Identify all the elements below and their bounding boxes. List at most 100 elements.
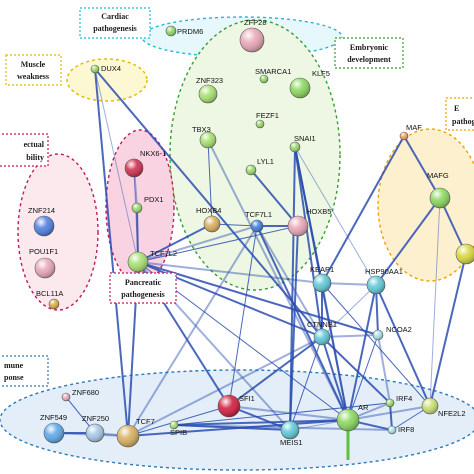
- svg-text:pathogenesis: pathogenesis: [93, 24, 137, 33]
- node-label-prdm6: PRDM6: [177, 27, 203, 36]
- nodes: PRDM6 ZFP28 DUX4 ZNF323 SMARCA1 KLF5 FEZ…: [28, 18, 474, 448]
- node-ar[interactable]: AR: [336, 403, 369, 432]
- edge-dux4-tcf7l2: [94, 68, 139, 263]
- node-label-ctnnb1: CTNNB1: [307, 320, 337, 329]
- region-immune: [0, 369, 474, 471]
- node-bcl11a[interactable]: BCL11A: [36, 289, 63, 310]
- node-ncoa2[interactable]: NCOA2: [372, 325, 412, 341]
- node-hoxb5[interactable]: HOXB5: [287, 207, 331, 237]
- node-keap1[interactable]: KEAP1: [310, 265, 334, 293]
- node-label-bcl11a: BCL11A: [36, 289, 63, 298]
- label-box-immune: mune ponse: [0, 355, 49, 387]
- edge-keap1-nfe2l2: [321, 282, 431, 407]
- node-irf8[interactable]: IRF8: [387, 425, 414, 435]
- edge-meis1-hoxb5: [289, 225, 299, 431]
- node-label-lyl1: LYL1: [257, 157, 274, 166]
- edge-dux4-ctnnb1: [94, 68, 323, 338]
- node-label-pou1f1: POU1F1: [29, 247, 58, 256]
- label-box-intellectual: ectual bility: [0, 133, 49, 167]
- svg-text:bility: bility: [26, 153, 44, 162]
- edge-irf4-irf8: [389, 402, 393, 431]
- node-znf549[interactable]: ZNF549: [40, 413, 67, 444]
- edge-tcf7l2-hoxb4: [137, 223, 213, 263]
- node-label-tcf7l1: TCF7L1: [245, 210, 272, 219]
- node-irf4[interactable]: IRF4: [385, 394, 412, 408]
- edge-mafg-nfe2l2: [429, 197, 441, 407]
- node-hoxb4[interactable]: HOXB4: [196, 206, 221, 233]
- region-muscle: [66, 58, 148, 102]
- node-pou1f1[interactable]: POU1F1: [29, 247, 58, 279]
- node-zfp28[interactable]: ZFP28: [239, 18, 267, 53]
- node-label-sfi1: SFI1: [239, 394, 255, 403]
- node-prdm6[interactable]: PRDM6: [165, 25, 203, 37]
- node-znf250[interactable]: ZNF250: [82, 414, 109, 443]
- svg-text:E: E: [454, 104, 459, 113]
- node-hsp90aa1[interactable]: HSP90AA1: [365, 267, 403, 295]
- node-fezf1[interactable]: FEZF1: [255, 111, 279, 129]
- node-label-irf4: IRF4: [396, 394, 412, 403]
- edge-ncoa2-irf4: [377, 334, 391, 404]
- edge-snai1-meis1: [289, 146, 296, 431]
- svg-text:Muscle: Muscle: [21, 60, 46, 69]
- node-label-hsp90aa1: HSP90AA1: [365, 267, 403, 276]
- svg-text:mune: mune: [4, 361, 24, 370]
- edge-hsp90aa1-nfe2l2: [375, 284, 431, 407]
- label-box-cardiac: Cardiac pathogenesis: [79, 7, 151, 39]
- node-label-hoxb4: HOXB4: [196, 206, 221, 215]
- node-e-right[interactable]: [455, 243, 474, 265]
- edge-mafg-hsp90aa1: [375, 197, 441, 286]
- node-label-hoxb5: HOXB5: [306, 207, 331, 216]
- node-znf323[interactable]: ZNF323: [196, 76, 223, 104]
- edge-hsp90aa1-ctnnb1: [321, 284, 377, 338]
- node-spib[interactable]: SPIB: [169, 420, 187, 437]
- node-znf680[interactable]: ZNF680: [61, 388, 99, 402]
- node-dux4[interactable]: DUX4: [90, 64, 121, 74]
- node-ctnnb1[interactable]: CTNNB1: [307, 320, 337, 346]
- node-maf[interactable]: MAF: [399, 123, 422, 141]
- edge-tbx3-ar: [207, 139, 349, 421]
- node-label-pdx1: PDX1: [144, 195, 164, 204]
- node-label-klf5: KLF5: [312, 69, 330, 78]
- node-znf214[interactable]: ZNF214: [28, 206, 55, 237]
- node-label-mafg: MAFG: [427, 171, 449, 180]
- edges: [53, 68, 467, 437]
- label-box-embryonic: Embryonic development: [334, 37, 404, 69]
- node-tcf7[interactable]: TCF7: [116, 417, 155, 448]
- node-label-maf: MAF: [406, 123, 422, 132]
- label-box-pancreatic: Pancreatic pathogenesis: [109, 272, 177, 304]
- node-label-spib: SPIB: [170, 428, 187, 437]
- edge-tcf7l2-keap1: [137, 261, 323, 284]
- node-label-znf214: ZNF214: [28, 206, 55, 215]
- label-box-e-group: E pathoge: [445, 97, 474, 131]
- node-snai1[interactable]: SNAI1: [289, 134, 316, 153]
- node-smarca1[interactable]: SMARCA1: [255, 67, 291, 84]
- node-nkx6-1[interactable]: NKX6-1: [124, 149, 166, 178]
- node-klf5[interactable]: KLF5: [289, 69, 330, 99]
- region-e-group: [377, 128, 474, 282]
- edge-tcf7l2-tcf7l1: [137, 225, 258, 263]
- edge-tcf7l1-sfi1: [228, 225, 258, 407]
- edge-tcf7l1-ar: [256, 225, 349, 421]
- node-label-fezf1: FEZF1: [256, 111, 279, 120]
- node-lyl1[interactable]: LYL1: [245, 157, 274, 176]
- node-sfi1[interactable]: SFI1: [217, 394, 255, 418]
- node-pdx1[interactable]: PDX1: [131, 195, 164, 214]
- node-nfe2l2[interactable]: NFE2L2: [421, 397, 466, 418]
- svg-text:ponse: ponse: [4, 373, 24, 382]
- node-label-nfe2l2: NFE2L2: [438, 409, 466, 418]
- node-label-znf250: ZNF250: [82, 414, 109, 423]
- node-tcf7l2[interactable]: TCF7L2: [127, 249, 177, 273]
- node-tbx3[interactable]: TBX3: [192, 125, 217, 149]
- node-tcf7l1[interactable]: TCF7L1: [245, 210, 272, 233]
- region-intellectual: [17, 153, 99, 311]
- node-meis1[interactable]: MEIS1: [280, 420, 303, 447]
- node-label-meis1: MEIS1: [280, 438, 303, 447]
- edge-ctnnb1-ncoa2: [321, 334, 379, 338]
- edge-tcf7-ar: [127, 419, 349, 437]
- edge-tcf7l2-hoxb5: [137, 225, 299, 263]
- svg-text:development: development: [347, 55, 391, 64]
- node-label-keap1: KEAP1: [310, 265, 334, 274]
- node-mafg[interactable]: MAFG: [427, 171, 451, 209]
- edge-tcf7l2-ncoa2: [137, 261, 379, 336]
- node-label-irf8: IRF8: [398, 425, 414, 434]
